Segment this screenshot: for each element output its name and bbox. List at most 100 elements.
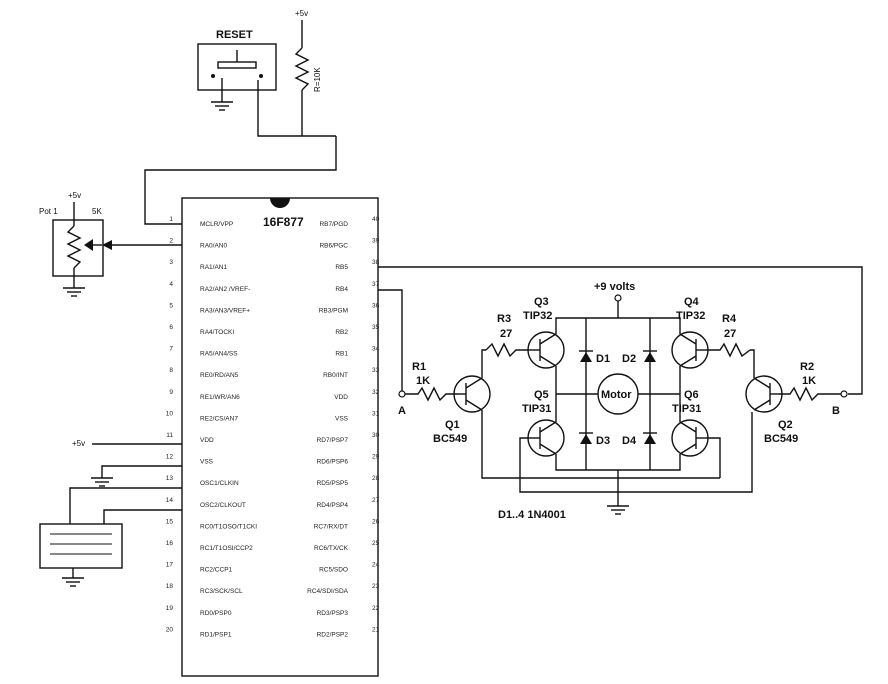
chip-pin-name: RB5: [335, 264, 348, 271]
chip-pin-name: RB1: [335, 351, 348, 358]
diode-d3: [579, 432, 593, 444]
transistor-q5: [527, 419, 565, 457]
chip-pin-number: 34: [372, 346, 380, 353]
transistor-q3: [527, 331, 565, 369]
r2-value: 1K: [802, 375, 816, 387]
diodes-note: D1..4 1N4001: [498, 509, 566, 521]
q4-part: TIP32: [676, 310, 705, 322]
q6-part: TIP31: [672, 403, 701, 415]
chip-pin-name: RE0/RD/AN5: [200, 372, 239, 379]
chip-pin-number: 25: [372, 540, 380, 547]
ground-symbol: [91, 477, 113, 487]
chip-pin-name: RC2/CCP1: [200, 567, 233, 574]
transistor-q2: [745, 375, 783, 413]
q5-name: Q5: [534, 389, 549, 401]
q2-part: BC549: [764, 433, 798, 445]
pot-name: Pot 1: [39, 207, 58, 216]
chip-pin-number: 36: [372, 302, 380, 309]
motor-label: Motor: [601, 389, 632, 401]
q1-part: BC549: [433, 433, 467, 445]
chip-pin-number: 18: [166, 583, 174, 590]
q1-name: Q1: [445, 419, 460, 431]
diode-d1: [579, 350, 593, 362]
chip-pin-number: 7: [169, 346, 173, 353]
transistor-q6: [671, 419, 709, 457]
chip-pin-number: 33: [372, 367, 380, 374]
pic-chip: [181, 197, 379, 677]
diode-d2: [643, 350, 657, 362]
chip-pin-number: 5: [169, 302, 173, 309]
resistor-r3: [485, 342, 528, 358]
chip-pin-name: RD0/PSP0: [200, 610, 232, 617]
chip-pin-name: RE1/WR/AN6: [200, 394, 240, 401]
chip-pin-number: 40: [372, 216, 380, 223]
chip-pin-number: 15: [166, 518, 174, 525]
chip-pin-name: RE2/CS/AN7: [200, 415, 238, 422]
chip-pin-name: RD2/PSP2: [317, 631, 349, 638]
chip-pin-name: RD4/PSP4: [317, 502, 349, 509]
chip-pin-name: RC7/RX/DT: [314, 523, 348, 530]
reset-pullup-resistor: [294, 47, 310, 91]
node-a-label: A: [398, 405, 406, 417]
chip-pin-number: 2: [169, 238, 173, 245]
chip-pin-number: 11: [166, 432, 173, 439]
reset-switch: [197, 43, 277, 91]
chip-pin-number: 32: [372, 389, 380, 396]
chip-pin-number: 23: [372, 583, 380, 590]
d2-label: D2: [622, 353, 636, 365]
chip-pin-name: RC0/T1OSO/T1CKI: [200, 523, 257, 530]
q2-name: Q2: [778, 419, 793, 431]
chip-pin-number: 16: [166, 540, 174, 547]
chip-pin-name: RA3/AN3/VREF+: [200, 307, 250, 314]
resistor-r2: [778, 386, 841, 402]
chip-pin-name: VSS: [335, 415, 349, 422]
chip-pin-name: RC1/T1OSI/CCP2: [200, 545, 253, 552]
d4-label: D4: [622, 435, 637, 447]
chip-pin-number: 3: [169, 259, 173, 266]
chip-pin-name: OSC2/CLKOUT: [200, 502, 246, 509]
chip-pin-number: 29: [372, 454, 380, 461]
chip-pin-name: RD7/PSP7: [317, 437, 349, 444]
node-b-label: B: [832, 405, 840, 417]
resistor-r1: [405, 386, 458, 402]
q6-name: Q6: [684, 389, 699, 401]
chip-pin-number: 39: [372, 238, 380, 245]
chip-pin-number: 1: [169, 216, 173, 223]
diode-d4: [643, 432, 657, 444]
q3-part: TIP32: [523, 310, 552, 322]
chip-pin-number: 21: [372, 626, 380, 633]
node-a-terminal: [398, 390, 406, 398]
chip-pin-number: 38: [372, 259, 380, 266]
chip-pin-name: RA0/AN0: [200, 243, 227, 250]
r1-name: R1: [412, 361, 426, 373]
q5-part: TIP31: [522, 403, 551, 415]
chip-pin-name: RB6/PGC: [319, 243, 348, 250]
chip-pin-number: 37: [372, 281, 380, 288]
supply-label-top: +5v: [295, 9, 308, 18]
chip-pin-number: 17: [166, 562, 174, 569]
chip-pin-number: 27: [372, 497, 380, 504]
chip-pin-name: RD1/PSP1: [200, 631, 232, 638]
chip-pin-name: RB0/INT: [323, 372, 348, 379]
chip-pin-number: 12: [166, 454, 174, 461]
motor: [597, 373, 639, 415]
resistor-r4: [708, 342, 751, 358]
chip-pin-name: VSS: [200, 459, 214, 466]
chip-pin-number: 20: [166, 626, 174, 633]
chip-pin-name: RA2/AN2 /VREF-: [200, 286, 250, 293]
chip-pin-number: 14: [166, 497, 174, 504]
node-b-terminal: [840, 390, 848, 398]
q3-name: Q3: [534, 296, 549, 308]
potentiometer: [52, 202, 104, 297]
chip-pin-name: RD6/PSP6: [317, 459, 349, 466]
chip-pin-name: RD5/PSP5: [317, 480, 349, 487]
chip-pin-number: 35: [372, 324, 380, 331]
chip-pin-name: RB7/PGD: [319, 221, 348, 228]
chip-pin-name: MCLR/VPP: [200, 221, 233, 228]
chip-pin-number: 6: [169, 324, 173, 331]
ground-symbol: [211, 78, 233, 111]
r4-name: R4: [722, 313, 737, 325]
d1-label: D1: [596, 353, 610, 365]
chip-pin-name: RB4: [335, 286, 348, 293]
